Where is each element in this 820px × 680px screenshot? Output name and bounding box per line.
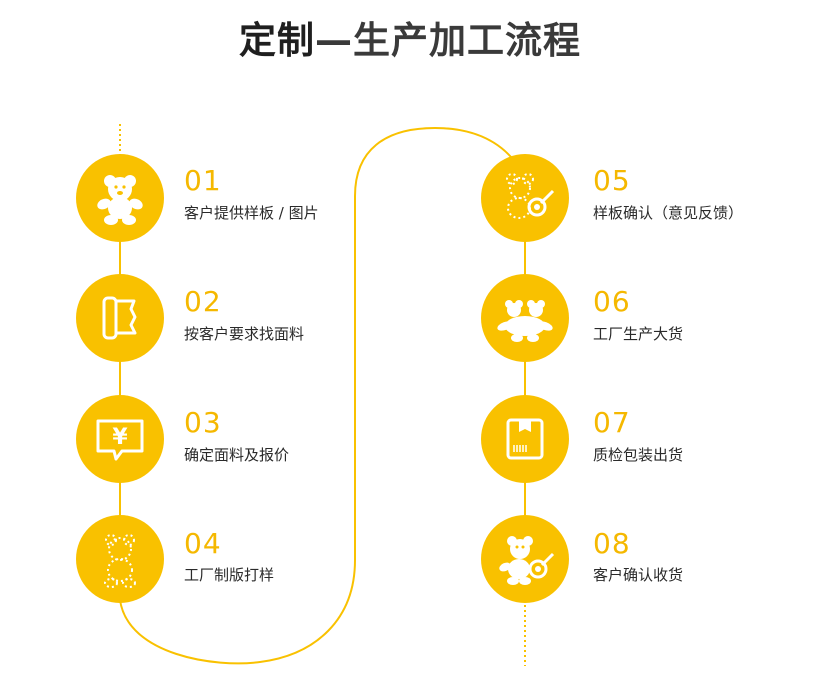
step-08-circle <box>481 515 569 603</box>
step-06-number: 06 <box>593 285 631 318</box>
bear-confirm-icon <box>499 536 555 585</box>
step-02-label: 按客户要求找面料 <box>184 325 305 343</box>
step-08-label: 客户确认收货 <box>593 566 684 584</box>
step-04-circle <box>76 515 164 603</box>
step-01-number: 01 <box>184 164 222 197</box>
step-03-circle: ¥ <box>76 395 164 483</box>
title-sub: —生产加工流程 <box>315 19 581 62</box>
package-box-icon <box>506 418 544 460</box>
step-04-number: 04 <box>184 527 222 560</box>
fabric-roll-icon <box>102 296 137 340</box>
step-02-circle <box>76 274 164 362</box>
yuan-quote-icon: ¥ <box>96 419 144 461</box>
page-title: 定制—生产加工流程 <box>0 10 820 64</box>
step-02-number: 02 <box>184 285 222 318</box>
step-07-label: 质检包装出货 <box>593 446 684 464</box>
step-08-number: 08 <box>593 527 631 560</box>
step-07-number: 07 <box>593 406 631 439</box>
bear-check-icon <box>506 173 555 219</box>
step-06-circle <box>481 274 569 362</box>
step-06-label: 工厂生产大货 <box>593 325 684 343</box>
step-01-label: 客户提供样板 / 图片 <box>184 204 319 222</box>
step-07-circle <box>481 395 569 483</box>
bear-group-icon <box>497 300 553 342</box>
svg-text:¥: ¥ <box>112 425 128 450</box>
serpentine-line <box>119 126 525 665</box>
dashed-bear-icon <box>104 534 136 588</box>
title-main: 定制 <box>239 19 315 62</box>
step-01-circle <box>76 154 164 242</box>
step-04-label: 工厂制版打样 <box>184 566 275 584</box>
step-05-label: 样板确认（意见反馈） <box>593 204 744 222</box>
step-03-number: 03 <box>184 406 222 439</box>
step-03-label: 确定面料及报价 <box>184 446 290 464</box>
step-05-number: 05 <box>593 164 631 197</box>
bear-icon <box>97 175 143 225</box>
step-05-circle <box>481 154 569 242</box>
